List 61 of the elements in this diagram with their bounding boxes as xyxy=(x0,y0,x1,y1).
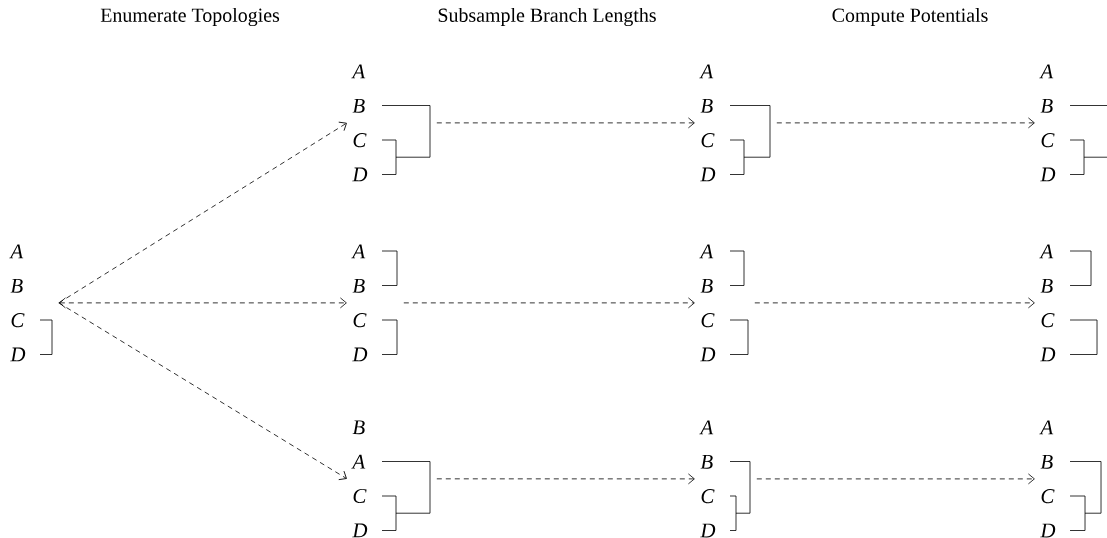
node-label: C xyxy=(353,488,367,504)
dashed-arrow xyxy=(403,297,695,309)
node-label: C xyxy=(11,313,25,328)
node-label: B xyxy=(1040,278,1053,293)
leaf-labels: B A C D xyxy=(351,420,368,538)
dashed-arrow xyxy=(436,473,695,485)
node-label: B xyxy=(700,454,713,469)
node-label: B xyxy=(352,420,365,435)
dashed-arrow xyxy=(776,117,1035,129)
node-label: B xyxy=(1040,454,1053,469)
column-heading: Subsample Branch Lengths xyxy=(438,7,656,27)
node-label: B xyxy=(10,278,23,293)
node-label: C xyxy=(1041,133,1055,148)
node-label: C xyxy=(353,133,367,148)
node-label: D xyxy=(1040,347,1056,362)
node-label: B xyxy=(352,98,365,113)
node-label: B xyxy=(352,278,365,293)
node-label: D xyxy=(1040,523,1056,538)
node-label: A xyxy=(1039,420,1054,435)
node-label: D xyxy=(352,347,368,362)
node-label: B xyxy=(700,98,713,113)
leaf-labels: A B C D xyxy=(1039,64,1056,182)
node-label: C xyxy=(701,313,715,328)
node-label: B xyxy=(1040,98,1053,113)
node-label: A xyxy=(1039,244,1054,259)
node-label: A xyxy=(699,64,714,79)
node-label: A xyxy=(699,244,714,259)
leaf-labels: A B C D xyxy=(9,244,26,362)
node-label: A xyxy=(699,420,714,435)
node-label: C xyxy=(701,133,715,148)
node-label: A xyxy=(9,244,24,259)
leaf-labels: A B C D xyxy=(351,64,368,182)
node-label: D xyxy=(352,523,368,538)
leaf-labels: A B C D xyxy=(1039,420,1056,538)
node-label: D xyxy=(700,347,716,362)
node-label: A xyxy=(1039,64,1054,79)
leaf-labels: A B C D xyxy=(699,420,716,538)
dashed-arrow xyxy=(756,473,1035,485)
dashed-arrow xyxy=(754,297,1035,309)
node-label: A xyxy=(351,244,366,259)
leaf-labels: A B C D xyxy=(699,64,716,182)
node-label: C xyxy=(701,489,715,504)
node-label: D xyxy=(700,523,716,538)
column-heading: Compute Potentials xyxy=(832,7,988,27)
node-label: A xyxy=(351,454,366,469)
node-label: D xyxy=(700,167,716,182)
dashed-arrow xyxy=(59,297,347,309)
node-label: B xyxy=(700,278,713,293)
node-label: A xyxy=(351,64,366,79)
node-label: C xyxy=(353,313,367,328)
node-label: D xyxy=(352,167,368,182)
leaf-labels: A B C D xyxy=(1039,244,1056,362)
node-label: D xyxy=(1040,167,1056,182)
node-label: D xyxy=(10,347,26,362)
dashed-arrow xyxy=(436,117,695,129)
node-label: C xyxy=(1041,313,1055,328)
column-heading: Enumerate Topologies xyxy=(100,7,280,27)
leaf-labels: A B C D xyxy=(699,244,716,362)
leaf-labels: A B C D xyxy=(351,244,368,362)
dashed-arrow xyxy=(58,302,347,481)
node-label: C xyxy=(1041,489,1055,504)
